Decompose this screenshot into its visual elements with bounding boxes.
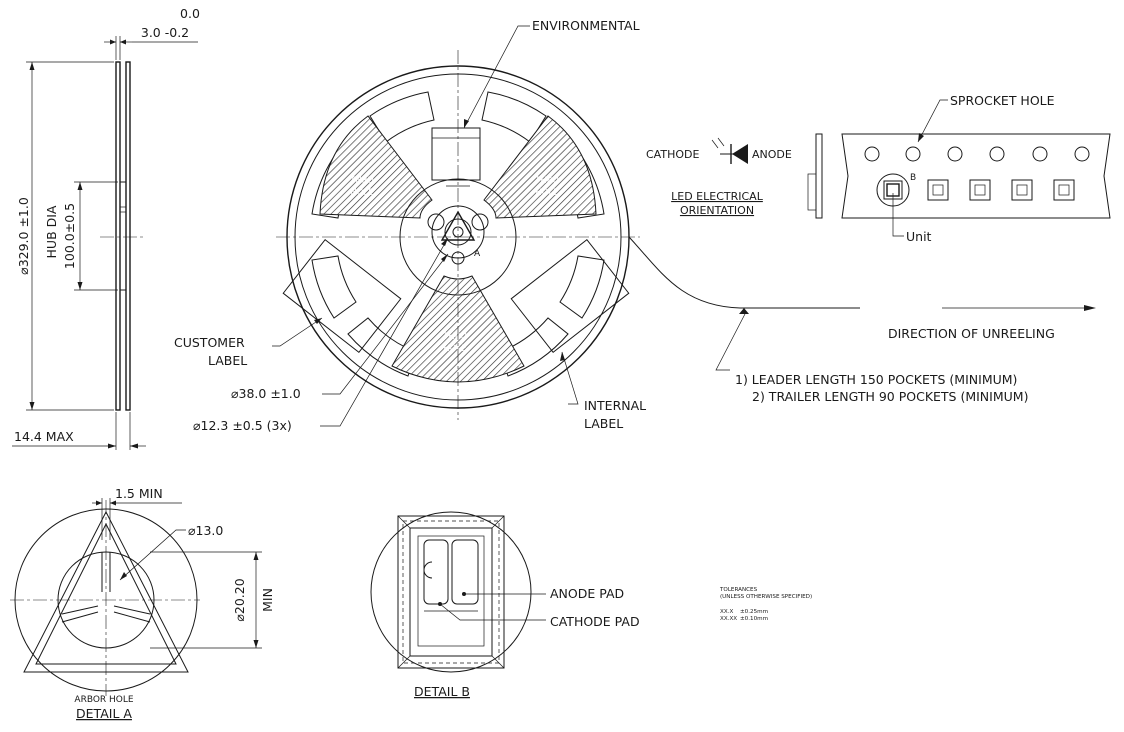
unit-label: Unit [906, 229, 932, 244]
detail-b-marker: B [910, 173, 916, 183]
arbor-diameter-dim: ⌀20.20 [232, 578, 247, 621]
cathode-pad-label: CATHODE PAD [550, 614, 640, 629]
bore-diameter-value: 13.0 [196, 523, 224, 538]
hub-dia-label: HUB DIA [44, 205, 59, 258]
reel-diameter-value: 329.0 ±1.0 [16, 197, 31, 267]
internal-label-2: LABEL [584, 416, 623, 431]
detail-a-caption: DETAIL A [76, 706, 132, 721]
detail-b-caption: DETAIL B [414, 684, 470, 699]
led-orientation: CATHODE ANODE LED ELECTRICAL ORIENTATION [646, 137, 792, 217]
arbor-diameter-value: 20.20 [232, 578, 247, 614]
led-caption-2: ORIENTATION [680, 204, 754, 217]
reel-front-view: THRU HOLE THRU HOLE THRU HOLE A ENVIRONM… [174, 18, 646, 433]
tolerance-value-1: ±0.25mm [740, 609, 768, 615]
thru-hole-label-ur-1: THRU [534, 176, 559, 186]
slot-width-dim: 1.5 MIN [115, 486, 163, 501]
detail-a: 1.5 MIN ⌀13.0 ⌀20.20 MIN ARBOR HOLE DETA… [10, 486, 275, 721]
thru-hole-label-ul-1: THRU [349, 176, 374, 186]
customer-label-area [282, 238, 402, 354]
thru-hole-label-ur-2: HOLE [535, 188, 558, 198]
tolerance-format-2: XX.XX [720, 616, 737, 622]
customer-label-2: LABEL [208, 353, 247, 368]
drive-hole-left [427, 213, 445, 231]
internal-label-1: INTERNAL [584, 398, 646, 413]
diameter-symbol: ⌀ [188, 523, 196, 538]
note-1: 1) LEADER LENGTH 150 POCKETS (MINIMUM) [735, 372, 1017, 387]
tolerances-subtitle: (UNLESS OTHERWISE SPECIFIED) [720, 594, 812, 600]
diameter-symbol: ⌀ [16, 267, 31, 275]
hub-hole-dim-value: 38.0 ±1.0 [239, 386, 301, 401]
note-2: 2) TRAILER LENGTH 90 POCKETS (MINIMUM) [752, 389, 1028, 404]
carrier-tape: SPROCKET HOLE B Unit [807, 93, 1111, 244]
cathode-pad-outline [451, 539, 479, 605]
detail-b-package [397, 515, 505, 669]
environmental-label-area [431, 127, 481, 181]
diameter-symbol: ⌀ [193, 418, 201, 433]
thru-hole-label-b-2: HOLE [443, 344, 466, 354]
drive-hole-dim: ⌀12.3 ±0.5 (3x) [193, 418, 292, 433]
hub-hole-dim: ⌀38.0 ±1.0 [231, 386, 301, 401]
direction-label: DIRECTION OF UNREELING [888, 326, 1055, 341]
tolerance-block: TOLERANCES (UNLESS OTHERWISE SPECIFIED) … [719, 587, 812, 622]
thru-hole-upper-left [319, 115, 433, 219]
thru-hole-upper-right [483, 115, 597, 219]
reel-diameter-dim: ⌀329.0 ±1.0 [16, 197, 31, 275]
tape-path: DIRECTION OF UNREELING 1) LEADER LENGTH … [628, 236, 1096, 404]
sprocket-hole-label: SPROCKET HOLE [950, 93, 1055, 108]
hub-dia-value: 100.0±0.5 [62, 203, 77, 269]
thru-hole-labels: THRU HOLE THRU HOLE THRU HOLE [349, 176, 559, 354]
drive-hole-right [471, 213, 489, 231]
anode-pad-outline [423, 539, 449, 605]
tolerance-format-1: XX.X [720, 609, 733, 615]
reel-hub-side [119, 181, 127, 291]
cathode-label: CATHODE [646, 148, 699, 161]
led-caption-1: LED ELECTRICAL [671, 190, 764, 203]
tape-strip-outline [841, 133, 1111, 219]
tolerance-value-2: ±0.10mm [740, 616, 768, 622]
detail-a-marker: A [474, 249, 481, 259]
anode-pad-label: ANODE PAD [550, 586, 624, 601]
detail-a-caption-top: ARBOR HOLE [74, 695, 133, 705]
anode-label: ANODE [752, 148, 792, 161]
internal-label-area [510, 238, 630, 354]
reel-flange-left [115, 61, 121, 411]
width-max-dim: 14.4 MAX [14, 429, 74, 444]
led-diode-symbol [732, 144, 748, 164]
environmental-label: ENVIRONMENTAL [532, 18, 640, 33]
thru-hole-label-b-1: THRU [442, 332, 467, 342]
tolerances-title: TOLERANCES [719, 587, 758, 593]
detail-b: ANODE PAD CATHODE PAD DETAIL B [370, 511, 640, 699]
detail-b-outer-circle [370, 511, 532, 673]
drive-hole-dim-value: 12.3 ±0.5 (3x) [201, 418, 292, 433]
customer-label-1: CUSTOMER [174, 335, 245, 350]
sprocket-holes [864, 146, 1090, 162]
arbor-min-label: MIN [260, 588, 275, 612]
reel-side-view: 0.0 3.0 -0.2 ⌀329.0 ±1.0 HUB DIA 100.0±0… [12, 6, 200, 450]
flange-thickness-value: 3.0 -0.2 [141, 25, 189, 40]
reel-flange-right [125, 61, 131, 411]
diameter-symbol: ⌀ [232, 614, 247, 622]
flange-thickness-upper: 0.0 [180, 6, 200, 21]
bore-diameter-dim: ⌀13.0 [188, 523, 223, 538]
diameter-symbol: ⌀ [231, 386, 239, 401]
thru-hole-label-ul-2: HOLE [350, 188, 373, 198]
cover-tape-edge [815, 133, 823, 219]
tape-pockets [876, 173, 1075, 207]
